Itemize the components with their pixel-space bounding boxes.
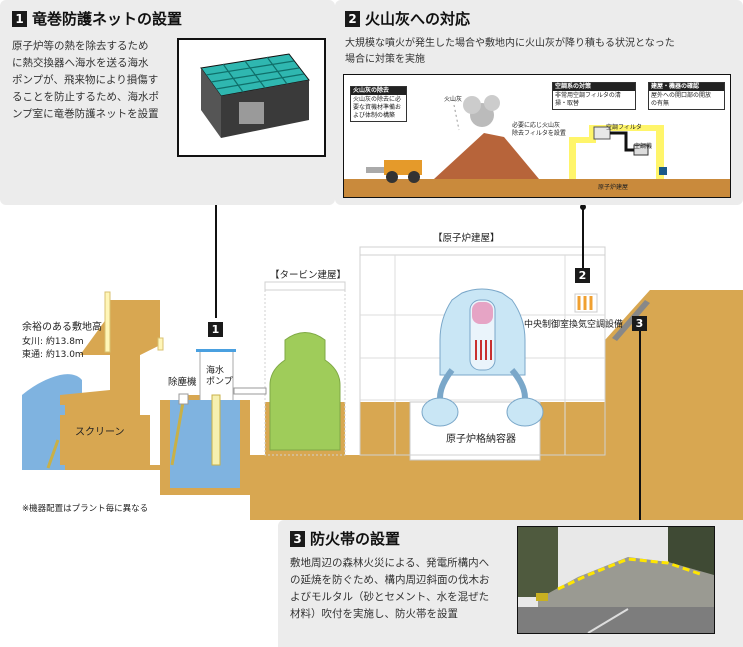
marker-2: 2: [575, 268, 590, 283]
panel3-line: の延焼を防ぐため、構内周辺斜面の伐木お: [290, 574, 490, 586]
inset-box1-line: 火山灰の除去に必: [353, 96, 402, 103]
upper-embankment: [80, 300, 160, 355]
turbine-building-label: 【タービン建屋】: [270, 270, 347, 281]
onagawa-height: 女川: 約13.8m: [22, 337, 84, 347]
inset-box-building-check: 建屋・機器の確認 屋外への開口部の開放 の有無: [648, 82, 725, 110]
reactor-roof-truss: [359, 246, 606, 256]
screen-label: スクリーン: [75, 427, 125, 438]
turbine-vessel: [269, 332, 341, 451]
panel1-number: 1: [12, 11, 27, 27]
panel3-title: 3 防火帯の設置: [290, 528, 400, 549]
panel2-title-text: 火山灰への対応: [365, 10, 471, 28]
reactor-core-top: [472, 302, 493, 324]
net-illustration: [200, 53, 310, 138]
reactor-building-label: 【原子炉建屋】: [433, 233, 500, 244]
height-post-right: [157, 337, 164, 351]
intake-floor: [60, 415, 150, 465]
panel1-line: ポンプが、飛来物により損傷す: [12, 74, 159, 86]
inset-box3-line: の有無: [651, 100, 670, 107]
seawater-pipe: [233, 387, 267, 395]
panel1-title: 1 竜巻防護ネットの設置: [12, 8, 182, 29]
hvac-label: 中央制御室換気空調設備: [524, 320, 624, 330]
screen-grate: [46, 439, 60, 469]
suppression-pool-right: [506, 397, 544, 427]
hvac-unit: [574, 293, 598, 313]
tornado-net: [196, 349, 236, 352]
inset-filter-label: 空調フィルタ: [606, 124, 642, 131]
inset-box1-line: 要な資機材準備お: [353, 104, 402, 111]
seawater-pump: [211, 394, 221, 466]
inset-volcano-label: 火山灰: [444, 96, 463, 103]
pump-label-line: 海水: [206, 366, 225, 376]
marker-3: 3: [632, 316, 647, 331]
panel3-body: 敷地周辺の森林火災による、発電所構内へ の延焼を防ぐため、構内周辺斜面の伐木お …: [290, 555, 515, 623]
pump-label: 海水 ポンプ: [206, 366, 233, 388]
dust-remover-head: [178, 393, 189, 405]
panel3-line: 材料）吹付を実施し、防火帯を設置: [290, 608, 458, 620]
panel3-title-text: 防火帯の設置: [310, 530, 401, 548]
inset-box3-line: 屋外への開口部の開放: [651, 92, 712, 99]
panel2-line: 大規模な噴火が発生した場合や敷地内に火山灰が降り積もる状況となった: [345, 38, 675, 49]
inset-box2-title: 空調系の対策: [553, 83, 635, 91]
tornado-net-image: [177, 38, 326, 157]
inset-note-line: 必要に応じ火山灰: [512, 122, 561, 129]
height-post-left: [104, 291, 111, 353]
panel2-title: 2 火山灰への対応: [345, 8, 470, 29]
panel1-line: ることを防止するため、海水ポ: [12, 91, 159, 103]
pump-label-line: ポンプ: [206, 377, 233, 387]
inset-box1-line: よび体制の構築: [353, 112, 396, 119]
firebreak-strip: [612, 300, 650, 341]
panel2-body: 大規模な噴火が発生した場合や敷地内に火山灰が降り積もる状況となった 場合に対策を…: [345, 36, 735, 68]
panel1-line: に熱交換器へ海水を送る海水: [12, 57, 149, 69]
suppression-pool-left: [421, 397, 459, 427]
footnote: ※機器配置はプラント毎に異なる: [22, 504, 149, 514]
inset-building-label: 原子炉建屋: [598, 184, 629, 191]
inset-box-hvac: 空調系の対策 非常用空調フィルタの清 掃・取替: [552, 82, 636, 110]
inset-box-ash-removal: 火山灰の除去 火山灰の除去に必 要な資機材準備お よび体制の構築: [350, 86, 407, 122]
inset-note: 必要に応じ火山灰 除去フィルタを設置: [512, 122, 566, 138]
downcomer-left: [437, 368, 455, 399]
inset-box3-title: 建屋・機器の確認: [649, 83, 724, 91]
inset-box2-line: 掃・取替: [555, 100, 580, 107]
firebreak-scene: [518, 527, 714, 633]
higashidori-height: 東通: 約13.0m: [22, 350, 84, 360]
downcomer-right: [509, 368, 528, 399]
panel1-title-text: 竜巻防護ネットの設置: [32, 10, 183, 28]
inset-note-line: 除去フィルタを設置: [512, 130, 566, 137]
panel2-number: 2: [345, 11, 360, 27]
inset-box1-title: 火山灰の除去: [351, 87, 406, 95]
panel1-line: ンプ室に竜巻防護ネットを設置: [12, 108, 159, 120]
inset-illustration: [344, 95, 730, 197]
site-height-label: 余裕のある敷地高: [22, 322, 102, 333]
panel3-line: よびモルタル（砂とセメント、水を混ぜた: [290, 591, 490, 603]
connector-2-dot: [580, 204, 586, 210]
panel2-line: 場合に対策を実施: [345, 54, 425, 65]
containment-label: 原子炉格納容器: [446, 434, 516, 445]
panel1-body: 原子炉等の熱を除去するため に熱交換器へ海水を送る海水 ポンプが、飛来物により損…: [12, 38, 177, 123]
fuel-rods: [475, 340, 492, 360]
turbine-roof-truss: [264, 281, 346, 291]
panel3-number: 3: [290, 531, 305, 547]
dust-remover-arm: [170, 401, 185, 466]
dust-remover-label: 除塵機: [168, 377, 197, 388]
panel3-line: 敷地周辺の森林火災による、発電所構内へ: [290, 557, 490, 569]
panel1-line: 原子炉等の熱を除去するため: [12, 40, 149, 52]
firebreak-photo: [517, 526, 715, 634]
inset-unit-label: 空調機: [634, 143, 653, 150]
marker-1: 1: [208, 322, 223, 337]
pump-pit-walls: [160, 400, 250, 495]
inset-box2-line: 非常用空調フィルタの清: [555, 92, 621, 99]
